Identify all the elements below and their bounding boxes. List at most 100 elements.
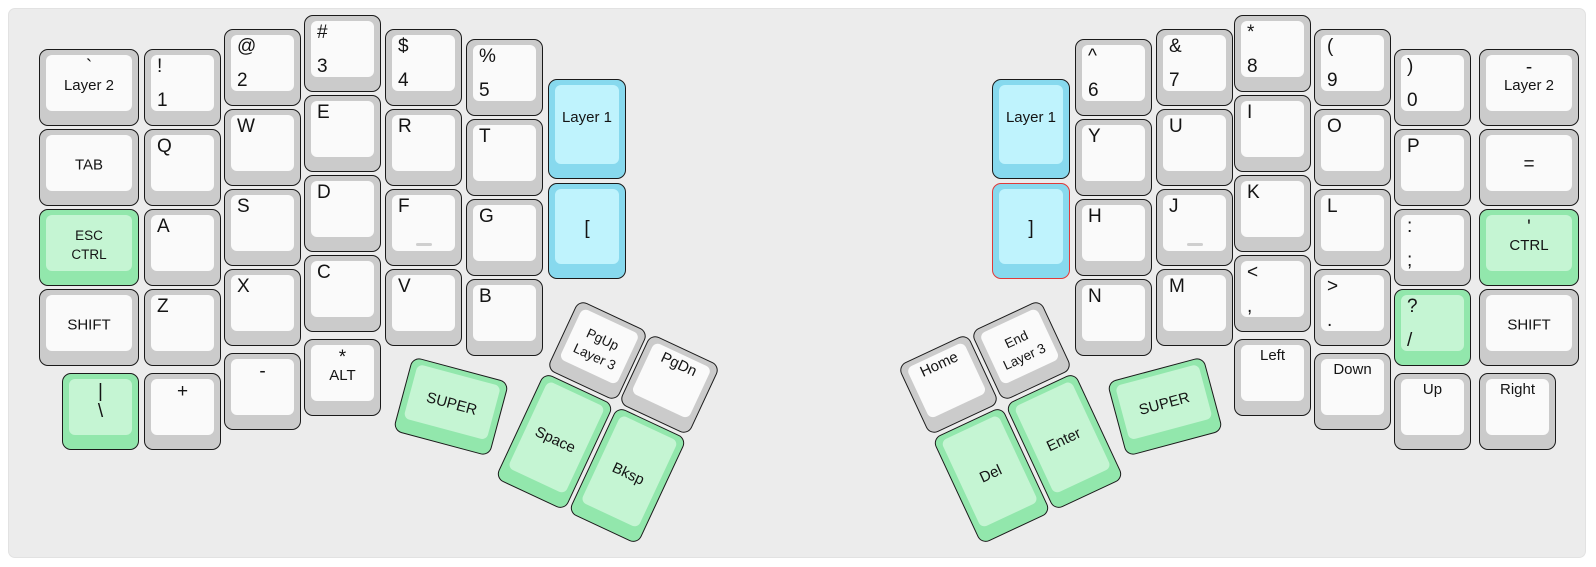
key-legend-main: SUPER	[424, 388, 479, 419]
key-u[interactable]: U	[1156, 109, 1233, 186]
keycap-top: R	[392, 115, 455, 171]
key-legend-top: *	[1247, 22, 1255, 43]
key-legend-main: SHIFT	[67, 316, 111, 334]
keycap-top: F	[392, 195, 455, 251]
key-c[interactable]: C	[304, 255, 381, 332]
key-y[interactable]: Y	[1075, 119, 1152, 196]
key-legend-top: U	[1169, 116, 1183, 137]
key-o[interactable]: O	[1314, 109, 1391, 186]
key-star-alt[interactable]: *ALT	[304, 339, 381, 416]
keycap-top: L	[1321, 195, 1384, 251]
key-minus[interactable]: -	[224, 353, 301, 430]
key-1[interactable]: !1	[144, 49, 221, 126]
key-z[interactable]: Z	[144, 289, 221, 366]
key-w[interactable]: W	[224, 109, 301, 186]
key-0[interactable]: )0	[1394, 49, 1471, 126]
key-3[interactable]: #3	[304, 15, 381, 92]
key-legend-top: '	[1527, 217, 1531, 238]
key-layer1-left[interactable]: Layer 1	[548, 79, 626, 179]
key-x[interactable]: X	[224, 269, 301, 346]
key-shift-right[interactable]: SHIFT	[1479, 289, 1579, 366]
key-tab[interactable]: TAB	[39, 129, 139, 206]
key-super-right[interactable]: SUPER	[1106, 355, 1224, 457]
key-period[interactable]: >.	[1314, 269, 1391, 346]
keycap-top: J	[1163, 195, 1226, 251]
key-esc-ctrl[interactable]: ESC CTRL	[39, 209, 139, 286]
keycap-top: -	[231, 359, 294, 415]
key-legend-main: /	[1407, 330, 1413, 351]
key-r[interactable]: R	[385, 109, 462, 186]
keycap-top: (9	[1321, 35, 1384, 91]
key-legend-top: ^	[1088, 46, 1097, 67]
key-k[interactable]: K	[1234, 175, 1311, 252]
key-quote-ctrl[interactable]: 'CTRL	[1479, 209, 1579, 286]
keycap-top: :;	[1401, 215, 1464, 271]
key-legend-main: 9	[1327, 70, 1338, 91]
key-layer2-left[interactable]: `Layer 2	[39, 49, 139, 126]
key-legend-main: Layer 2	[1503, 77, 1555, 94]
key-j[interactable]: J	[1156, 189, 1233, 266]
key-pipe-backslash[interactable]: |\	[62, 373, 139, 450]
key-legend-main: ALT	[329, 367, 356, 384]
key-plus[interactable]: +	[144, 373, 221, 450]
key-g[interactable]: G	[466, 199, 543, 276]
keycap-top: $4	[392, 35, 455, 91]
key-legend-top: X	[237, 276, 250, 297]
keycap-top: ?/	[1401, 295, 1464, 351]
key-l[interactable]: L	[1314, 189, 1391, 266]
key-legend-top: Down	[1333, 361, 1372, 378]
key-legend-top: <	[1247, 262, 1259, 283]
key-legend-main: TAB	[74, 156, 104, 174]
key-legend-top: C	[317, 262, 331, 283]
key-legend-main: 1	[157, 90, 168, 111]
key-question-slash[interactable]: ?/	[1394, 289, 1471, 366]
key-legend-main: Layer 2	[63, 77, 115, 94]
keycap-top: &7	[1163, 35, 1226, 91]
key-left-arrow[interactable]: Left	[1234, 339, 1311, 416]
keycap-top: SHIFT	[1486, 295, 1572, 351]
key-equals[interactable]: =	[1479, 129, 1579, 206]
key-layer1-right[interactable]: Layer 1	[992, 79, 1070, 179]
key-legend-top: J	[1169, 196, 1179, 217]
key-comma[interactable]: <,	[1234, 255, 1311, 332]
key-7[interactable]: &7	[1156, 29, 1233, 106]
key-t[interactable]: T	[466, 119, 543, 196]
key-legend-main: =	[1523, 153, 1535, 175]
key-p[interactable]: P	[1394, 129, 1471, 206]
key-v[interactable]: V	[385, 269, 462, 346]
key-f[interactable]: F	[385, 189, 462, 266]
key-semicolon[interactable]: :;	[1394, 209, 1471, 286]
key-6[interactable]: ^6	[1075, 39, 1152, 116]
key-a[interactable]: A	[144, 209, 221, 286]
key-lbracket[interactable]: [	[548, 183, 626, 279]
key-m[interactable]: M	[1156, 269, 1233, 346]
key-super-left[interactable]: SUPER	[392, 355, 510, 457]
key-h[interactable]: H	[1075, 199, 1152, 276]
key-9[interactable]: (9	[1314, 29, 1391, 106]
key-5[interactable]: %5	[466, 39, 543, 116]
key-i[interactable]: I	[1234, 95, 1311, 172]
key-q[interactable]: Q	[144, 129, 221, 206]
key-d[interactable]: D	[304, 175, 381, 252]
keycap-top: )0	[1401, 55, 1464, 111]
key-legend-main: Bksp	[609, 458, 647, 489]
key-b[interactable]: B	[466, 279, 543, 356]
key-4[interactable]: $4	[385, 29, 462, 106]
keycap-top: A	[151, 215, 214, 271]
key-2[interactable]: @2	[224, 29, 301, 106]
key-n[interactable]: N	[1075, 279, 1152, 356]
keycap-top: Layer 1	[555, 85, 619, 164]
key-rbracket[interactable]: ]	[992, 183, 1070, 279]
keycap-top: PgDn	[630, 341, 712, 419]
key-down-arrow[interactable]: Down	[1314, 353, 1391, 430]
key-s[interactable]: S	[224, 189, 301, 266]
key-up-arrow[interactable]: Up	[1394, 373, 1471, 450]
key-legend-main: Enter	[1043, 424, 1084, 455]
key-legend-top: |	[98, 381, 103, 402]
key-layer2-right[interactable]: -Layer 2	[1479, 49, 1579, 126]
key-shift-left[interactable]: SHIFT	[39, 289, 139, 366]
key-e[interactable]: E	[304, 95, 381, 172]
key-right-arrow[interactable]: Right	[1479, 373, 1556, 450]
keycap-top: T	[473, 125, 536, 181]
key-8[interactable]: *8	[1234, 15, 1311, 92]
